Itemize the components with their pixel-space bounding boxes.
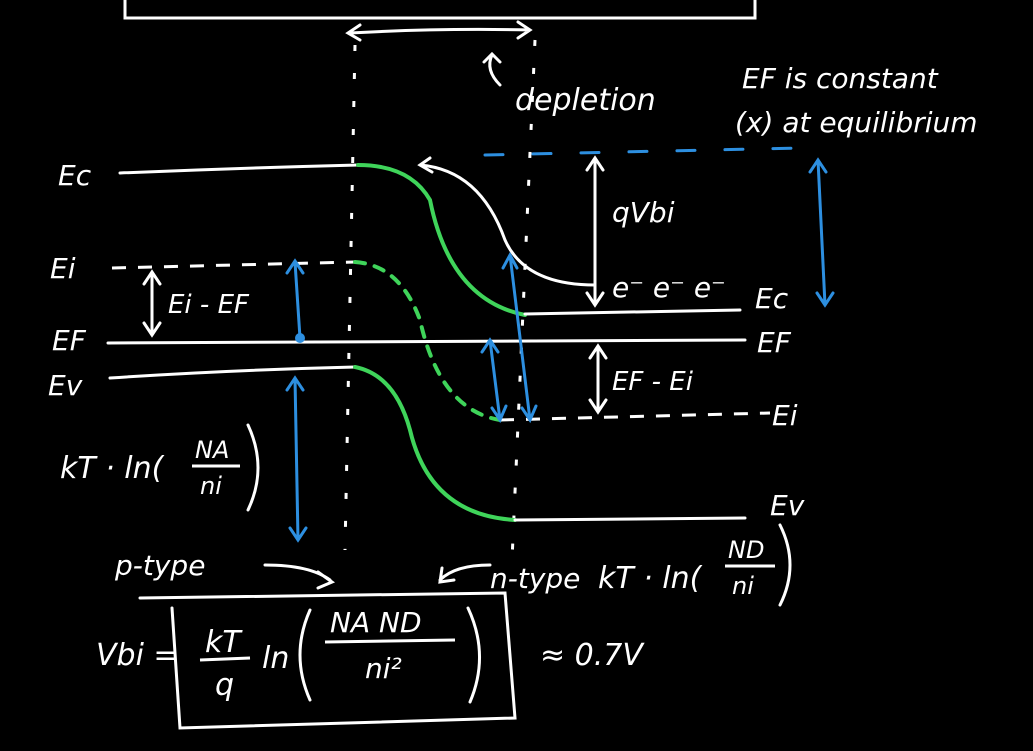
ni2-label: ni² (365, 652, 402, 685)
depletion-width-arrow (345, 20, 533, 42)
ef-minus-ei-label: EF - Ei (612, 367, 694, 397)
ec-right-label: Ec (755, 282, 789, 315)
ei-right-line (499, 411, 771, 422)
qvbi-label: qVbi (612, 196, 675, 229)
ei-ef-arrow-left (285, 258, 305, 340)
ef-constant-label: EF is constant (742, 62, 939, 95)
n-type-arrow (438, 563, 492, 584)
ei-bend-curve (353, 260, 502, 422)
ev-left-label: Ev (48, 369, 83, 402)
formula-open-paren (298, 608, 312, 702)
ev-ef-arrow-left (285, 375, 308, 543)
nd-close-paren (778, 523, 792, 607)
ec-bend-curve (356, 163, 527, 317)
ei-minus-ef-label: Ei - EF (168, 290, 250, 320)
p-type-label: p-type (114, 549, 205, 582)
formula-close-paren (466, 606, 481, 704)
ef-line (106, 338, 747, 345)
ef-right-label: EF (757, 326, 792, 359)
electron-barrier-arrow (417, 156, 597, 287)
ev-bend-curve (353, 365, 517, 522)
na-nd-fraction-bar (324, 638, 456, 644)
ln-label: ln (262, 641, 289, 676)
kt-fraction-bar (199, 656, 251, 662)
top-box (123, 0, 757, 20)
ev-right-line (513, 516, 747, 522)
ec-left-label: Ec (58, 159, 92, 192)
ev-left-line (108, 365, 357, 380)
nd-label: ND (728, 536, 764, 564)
qvbi-arrow (585, 155, 605, 308)
ef-equilibrium-label: (x) at equilibrium (735, 106, 978, 139)
kt-ln-na-label: kT · ln( (60, 451, 165, 486)
na-nd-label: NA ND (330, 606, 422, 639)
ef-left-label: EF (52, 324, 87, 357)
na-close-paren (246, 423, 260, 512)
ni-d-label: ni (732, 572, 754, 600)
p-type-arrow (263, 563, 336, 590)
ec-reference-dashed (483, 146, 802, 157)
depletion-label: depletion (515, 83, 656, 118)
n-type-label: n-type (490, 562, 580, 595)
ei-ef-arrow (142, 269, 162, 338)
ec-left-line (118, 163, 360, 175)
ev-right-label: Ev (770, 489, 805, 522)
ni-a-label: ni (200, 472, 222, 500)
ef-ei-arrow (588, 343, 608, 415)
approx-value: ≈ 0.7V (540, 638, 645, 673)
ec-right-line (523, 308, 742, 316)
na-label: NA (195, 436, 229, 464)
ei-shift-arrow (501, 251, 538, 424)
kt-ln-nd-label: kT · ln( (598, 561, 703, 596)
ei-left-line (111, 260, 356, 270)
vbi-label: Vbi = (96, 638, 179, 673)
ec-shift-arrow (808, 157, 835, 308)
depletion-boundary-left (343, 44, 357, 551)
depletion-boundary-right (510, 39, 537, 561)
depletion-pointer-arrow (482, 51, 502, 87)
q-label: q (215, 668, 234, 703)
kt-label: kT (205, 625, 243, 660)
ef-ei-arrow-right (480, 337, 508, 424)
formula-box (138, 591, 517, 730)
ei-right-label: Ei (772, 399, 798, 432)
ei-left-label: Ei (50, 252, 76, 285)
electrons-label: e⁻ e⁻ e⁻ (612, 271, 726, 304)
